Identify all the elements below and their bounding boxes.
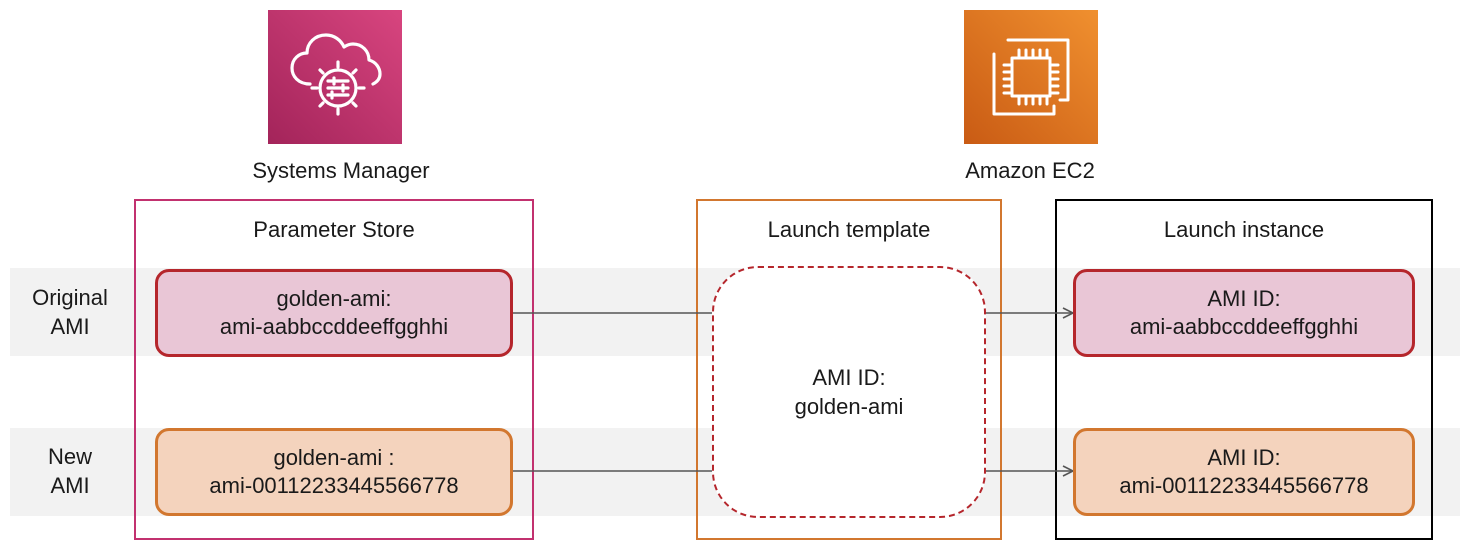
row-label-new: New AMI	[20, 442, 120, 500]
instance-new-box: AMI ID: ami-00112233445566778	[1073, 428, 1415, 516]
parameter-original-box: golden-ami: ami-aabbccddeeffgghhi	[155, 269, 513, 357]
parameter-store-title: Parameter Store	[253, 217, 415, 242]
template-ami-label: AMI ID:	[812, 365, 886, 390]
instance-new-label: AMI ID:	[1207, 445, 1281, 470]
instance-new-value: ami-00112233445566778	[1119, 473, 1369, 498]
row-label-new-line2: AMI	[50, 473, 90, 498]
ec2-label: Amazon EC2	[965, 158, 1095, 183]
template-ami-box: AMI ID: golden-ami	[712, 266, 986, 518]
systems-manager-icon	[268, 10, 402, 144]
instance-original-label: AMI ID:	[1207, 286, 1281, 311]
parameter-store-container: Parameter Store	[134, 199, 534, 540]
launch-template-container: Launch template	[696, 199, 1002, 540]
parameter-original-value: ami-aabbccddeeffgghhi	[219, 314, 449, 339]
row-label-original-line1: Original	[32, 285, 108, 310]
launch-template-title: Launch template	[767, 217, 931, 242]
parameter-new-name: golden-ami :	[273, 445, 395, 470]
launch-instance-title: Launch instance	[1163, 217, 1325, 242]
row-label-original-line2: AMI	[50, 314, 90, 339]
parameter-original-name: golden-ami:	[276, 286, 392, 311]
row-label-original: Original AMI	[20, 283, 120, 341]
launch-instance-container: Launch instance	[1055, 199, 1433, 540]
systems-manager-label: Systems Manager	[252, 158, 430, 183]
template-ami-value: golden-ami	[794, 394, 904, 419]
row-label-new-line1: New	[47, 444, 92, 469]
instance-original-box: AMI ID: ami-aabbccddeeffgghhi	[1073, 269, 1415, 357]
instance-original-value: ami-aabbccddeeffgghhi	[1129, 314, 1359, 339]
ec2-chip-icon	[964, 10, 1098, 144]
parameter-new-value: ami-00112233445566778	[209, 473, 459, 498]
parameter-new-box: golden-ami : ami-00112233445566778	[155, 428, 513, 516]
